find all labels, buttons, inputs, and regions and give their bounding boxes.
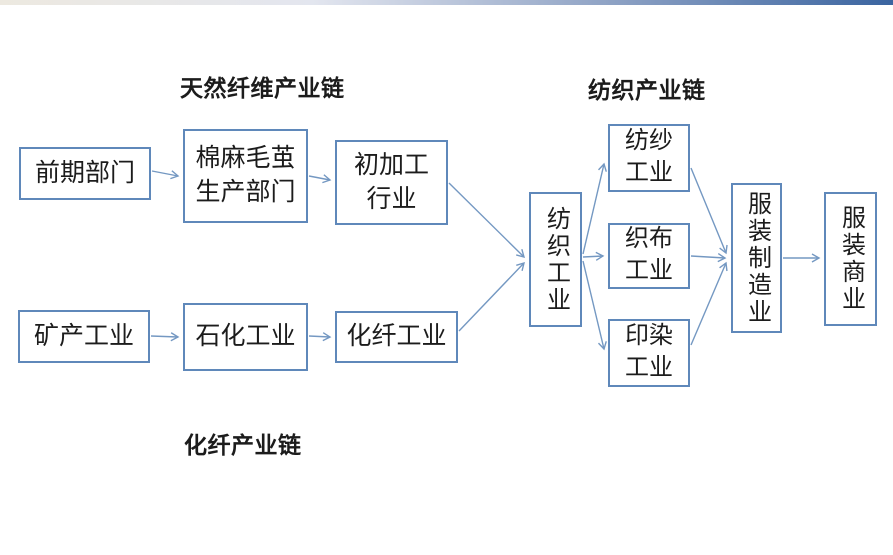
node-spinning-industry: 纺纱 工业 <box>608 124 690 192</box>
edge-weaving-industry-to-garment-manufacturing <box>690 253 727 263</box>
edge-early-stage-department-to-cotton-hemp-wool-cocoon-production <box>151 170 180 180</box>
edge-spinning-industry-to-garment-manufacturing <box>690 167 728 255</box>
node-weaving-industry: 织布 工业 <box>608 223 690 289</box>
edge-printing-dyeing-industry-to-garment-manufacturing <box>690 261 728 346</box>
edge-chemical-fiber-industry-to-textile-industry <box>458 261 525 332</box>
edge-primary-processing-industry-to-textile-industry <box>448 182 526 258</box>
node-primary-processing-industry: 初加工 行业 <box>335 140 448 225</box>
node-petrochemical-industry: 石化工业 <box>183 303 308 371</box>
node-mineral-industry: 矿产工业 <box>18 310 150 363</box>
node-cotton-hemp-wool-cocoon-production: 棉麻毛茧 生产部门 <box>183 129 308 223</box>
edge-textile-industry-to-printing-dyeing-industry <box>582 260 607 351</box>
label-textile-chain: 纺织产业链 <box>588 78 706 103</box>
label-chemical-fiber-chain: 化纤产业链 <box>184 433 302 458</box>
edge-mineral-industry-to-petrochemical-industry <box>150 332 180 342</box>
node-chemical-fiber-industry: 化纤工业 <box>335 311 458 363</box>
label-natural-fiber-chain: 天然纤维产业链 <box>180 76 345 101</box>
node-garment-commerce: 服装商业 <box>824 192 877 326</box>
top-gradient-bar <box>0 0 893 5</box>
node-textile-industry: 纺织工业 <box>529 192 582 327</box>
edge-textile-industry-to-spinning-industry <box>582 162 607 255</box>
edge-textile-industry-to-weaving-industry <box>582 251 605 261</box>
edge-cotton-hemp-wool-cocoon-production-to-primary-processing-industry <box>308 174 332 184</box>
node-garment-manufacturing: 服装制造业 <box>731 183 782 333</box>
edge-petrochemical-industry-to-chemical-fiber-industry <box>308 332 332 342</box>
node-printing-dyeing-industry: 印染 工业 <box>608 319 690 387</box>
node-early-stage-department: 前期部门 <box>19 147 151 200</box>
